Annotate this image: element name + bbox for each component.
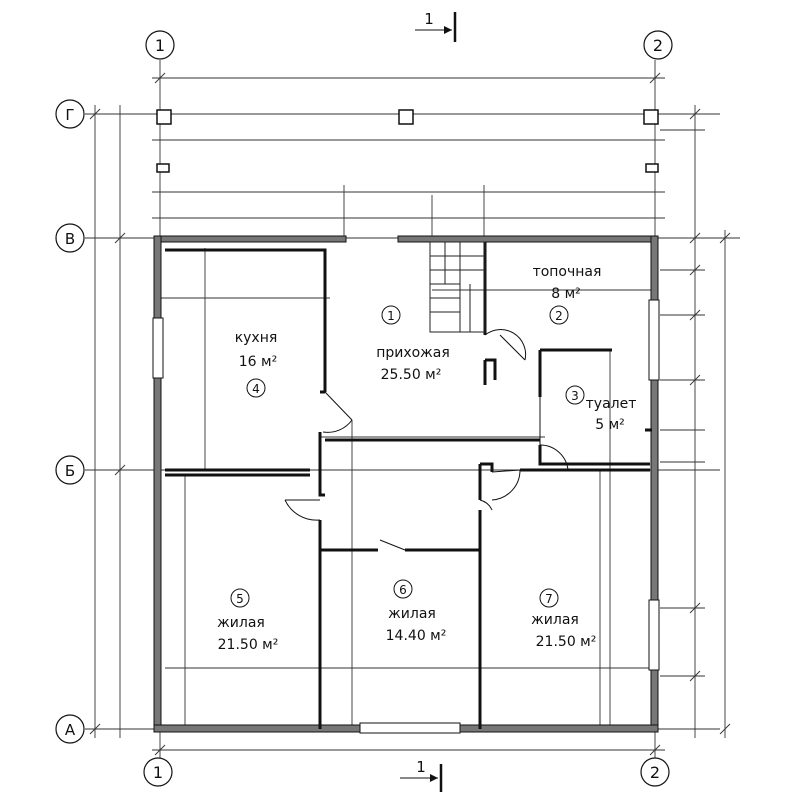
staircase xyxy=(429,241,486,333)
room-name: топочная xyxy=(533,264,602,280)
axis-label: 1 xyxy=(153,763,163,782)
walls xyxy=(152,235,660,734)
room-name: жилая xyxy=(217,615,265,631)
room-name: жилая xyxy=(531,612,579,628)
columns xyxy=(156,109,659,173)
doors xyxy=(284,329,569,551)
room-area: 25.50 м² xyxy=(381,367,442,383)
room-area: 5 м² xyxy=(595,417,625,433)
room-area: 8 м² xyxy=(551,286,581,302)
room-living-6: 6 жилая 14.40 м² xyxy=(386,579,447,644)
room-number: 1 xyxy=(387,309,395,323)
room-area: 16 м² xyxy=(239,354,277,370)
axis-grid xyxy=(85,60,740,765)
column-right xyxy=(643,109,659,125)
room-name: туалет xyxy=(586,396,637,412)
room-number: 2 xyxy=(555,309,563,323)
axis-bubble-1-top: 1 xyxy=(145,30,175,60)
column-middle xyxy=(398,109,414,125)
room-area: 14.40 м² xyxy=(386,628,447,644)
axis-label: В xyxy=(65,230,75,248)
room-toilet: 3 туалет 5 м² xyxy=(565,385,637,433)
room-number: 6 xyxy=(399,583,407,597)
section-mark-label: 1 xyxy=(416,758,426,776)
axis-label: 1 xyxy=(155,36,165,55)
room-number: 4 xyxy=(252,382,260,396)
axis-bubble-v: В xyxy=(55,223,85,253)
axis-bubble-a: А xyxy=(55,714,85,744)
section-mark-bottom: 1 xyxy=(400,758,443,792)
room-name: жилая xyxy=(388,606,436,622)
room-name: кухня xyxy=(235,330,278,346)
room-kitchen: кухня 16 м² 4 xyxy=(235,330,278,398)
section-mark-label: 1 xyxy=(424,10,434,28)
axis-label: 2 xyxy=(650,763,660,782)
room-number: 7 xyxy=(545,592,553,606)
axis-bubble-2-bottom: 2 xyxy=(640,757,670,787)
axis-label: Б xyxy=(65,462,75,480)
room-area: 21.50 м² xyxy=(536,634,597,650)
axis-bubble-2-top: 2 xyxy=(643,30,673,60)
axis-bubble-1-bottom: 1 xyxy=(143,757,173,787)
dimension-lines xyxy=(89,72,731,756)
axis-bubble-g: Г xyxy=(55,99,85,129)
column-left xyxy=(156,109,172,125)
axis-label: Г xyxy=(65,106,74,124)
room-boiler: топочная 8 м² 2 xyxy=(533,264,602,325)
axis-label: 2 xyxy=(653,36,663,55)
axis-bubble-b: Б xyxy=(55,455,85,485)
section-mark-top: 1 xyxy=(415,10,457,42)
room-hall: 1 прихожая 25.50 м² xyxy=(376,305,450,383)
room-area: 21.50 м² xyxy=(218,637,279,653)
axis-label: А xyxy=(65,721,76,739)
room-living-5: 5 жилая 21.50 м² xyxy=(217,588,279,653)
room-name: прихожая xyxy=(376,345,450,361)
room-number: 5 xyxy=(236,592,244,606)
room-number: 3 xyxy=(571,389,579,403)
room-living-7: 7 жилая 21.50 м² xyxy=(531,588,597,650)
